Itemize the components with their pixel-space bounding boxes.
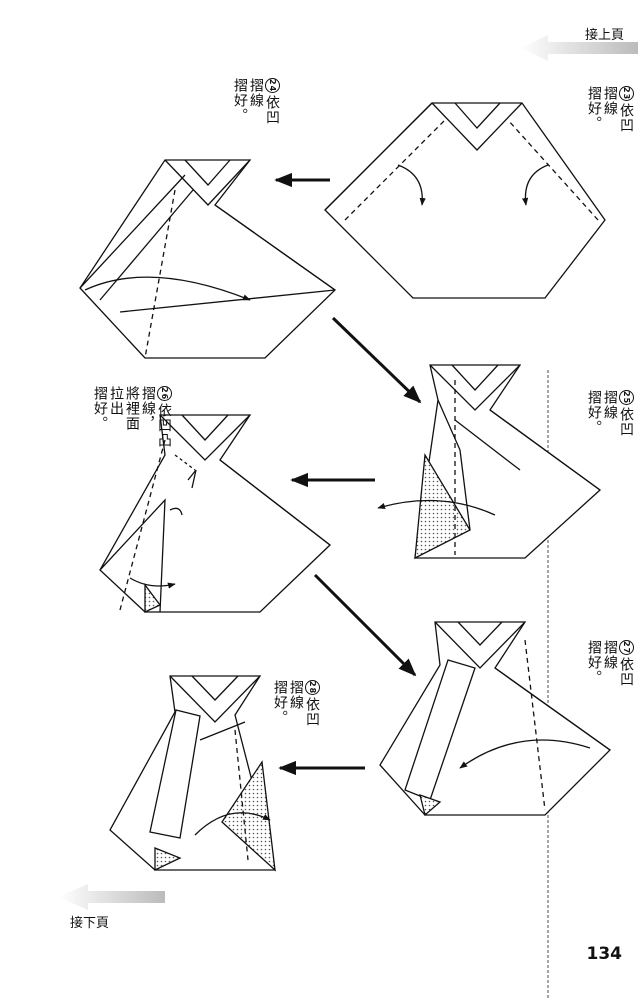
step-27-figure xyxy=(379,621,612,817)
step-23-figure xyxy=(324,102,606,299)
prev-page-arrow[interactable] xyxy=(520,35,638,61)
step-27-number: 27 xyxy=(619,640,634,655)
step-26-number: 26 xyxy=(157,386,172,401)
step-23-instruction: 23依凹摺線摺好。 xyxy=(586,86,634,133)
step-28-figure xyxy=(109,675,276,872)
step-24-number: 24 xyxy=(265,78,280,93)
step-26-instruction: 26依凹凸摺線，將裡面拉出摺好。 xyxy=(92,386,172,448)
arrow-24-25 xyxy=(331,316,422,404)
step-25-instruction: 25依凹摺線摺好。 xyxy=(586,390,634,437)
step-25-figure xyxy=(377,364,602,560)
step-24-figure xyxy=(79,159,337,359)
next-page-arrow[interactable] xyxy=(58,884,165,910)
step-27-instruction: 27依凹摺線摺好。 xyxy=(586,640,634,687)
prev-page-label[interactable]: 接上頁 xyxy=(585,28,625,43)
step-28-instruction: 28依凹摺線摺好。 xyxy=(272,680,320,727)
arrow-26-27 xyxy=(313,573,417,677)
step-26-figure xyxy=(99,414,331,614)
step-25-number: 25 xyxy=(619,390,634,405)
step-23-number: 23 xyxy=(619,86,634,101)
step-28-number: 28 xyxy=(305,680,320,695)
page-number: 134 xyxy=(586,944,623,964)
step-24-instruction: 24依凹摺線摺好。 xyxy=(232,78,280,125)
next-page-label[interactable]: 接下頁 xyxy=(70,916,110,931)
